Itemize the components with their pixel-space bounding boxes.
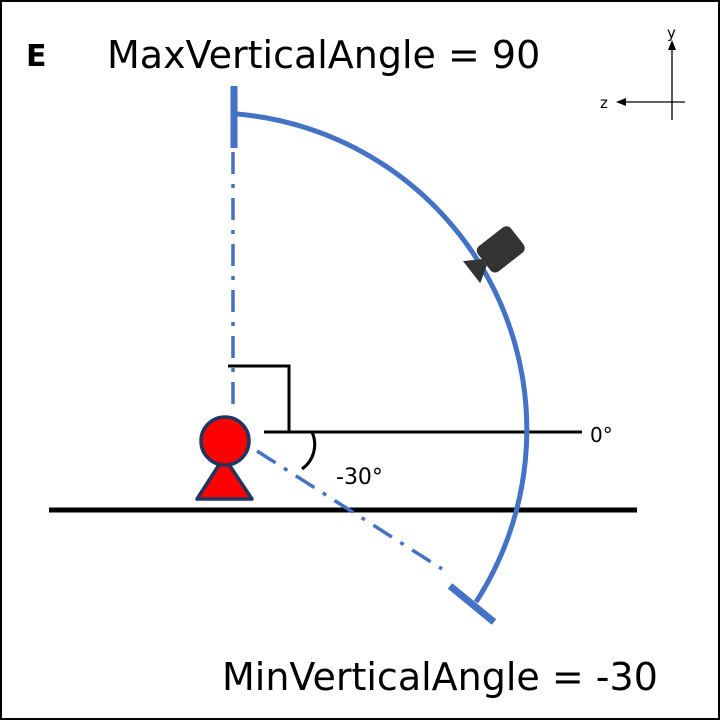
orbit-arc bbox=[236, 111, 530, 604]
camera-icon bbox=[463, 226, 525, 284]
min-limit-tick bbox=[447, 583, 497, 625]
min-angle-ray bbox=[256, 449, 443, 571]
zero-angle-label: 0° bbox=[590, 423, 613, 447]
y-arrow-icon bbox=[668, 40, 676, 50]
y-axis-label: y bbox=[667, 24, 676, 42]
z-arrow-icon bbox=[616, 98, 626, 106]
min-angle-label: MinVerticalAngle = -30 bbox=[222, 655, 658, 699]
person-icon bbox=[195, 415, 254, 501]
axis-indicator: y z bbox=[600, 24, 685, 120]
max-angle-label: MaxVerticalAngle = 90 bbox=[107, 33, 540, 77]
angle-label: -30° bbox=[336, 465, 383, 490]
panel-label: E bbox=[26, 39, 47, 74]
right-angle-marker bbox=[228, 364, 291, 432]
z-axis-label: z bbox=[600, 94, 608, 112]
angle-arc bbox=[301, 431, 317, 471]
